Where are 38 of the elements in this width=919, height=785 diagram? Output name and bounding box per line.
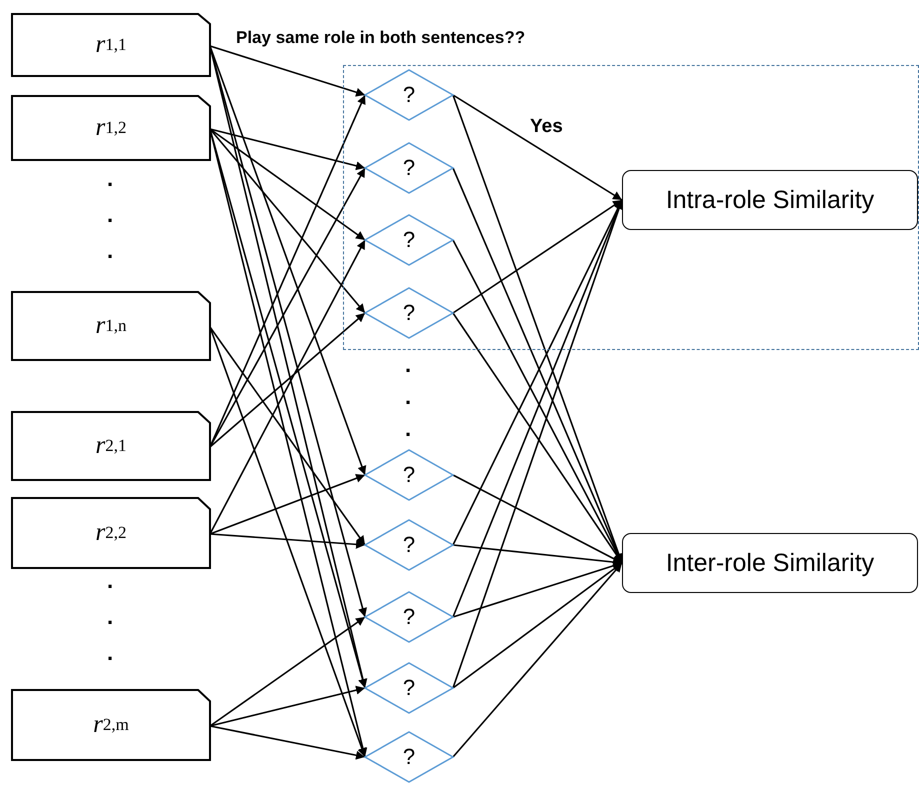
decision-diamond: ?: [365, 520, 453, 570]
ellipsis-dot: .: [107, 610, 114, 624]
arrow: [209, 240, 366, 534]
decision-diamond: ?: [365, 663, 453, 713]
arrow: [210, 533, 366, 549]
arrow: [452, 474, 622, 564]
ellipsis-dot: .: [107, 208, 114, 222]
result-box: Inter-role Similarity: [622, 533, 918, 593]
ellipsis-dot: .: [107, 646, 114, 660]
arrow: [210, 128, 366, 170]
ellipsis-dot: .: [107, 574, 114, 588]
ellipsis-dot: .: [107, 244, 114, 258]
decision-diamond: ?: [365, 592, 453, 642]
arrow: [209, 326, 366, 546]
ellipsis-dot: .: [405, 358, 412, 372]
ellipsis-dot: .: [405, 422, 412, 436]
arrow: [210, 128, 366, 241]
arrow: [210, 45, 366, 97]
group-title: Play same role in both sentences??: [236, 28, 526, 48]
arrow: [209, 168, 366, 448]
decision-diamond: ?: [365, 143, 453, 193]
arrow: [209, 312, 366, 448]
decision-diamond: ?: [365, 732, 453, 782]
ellipsis-dot: .: [107, 172, 114, 186]
decision-diamond: ?: [365, 70, 453, 120]
arrow: [210, 725, 366, 760]
arrow: [209, 128, 366, 314]
arrow: [210, 616, 366, 727]
decision-diamond: ?: [365, 288, 453, 338]
result-box: Intra-role Similarity: [622, 170, 918, 230]
arrow: [210, 686, 366, 727]
decision-diamond: ?: [365, 215, 453, 265]
arrow: [452, 94, 622, 201]
arrow: [210, 474, 366, 535]
ellipsis-dot: .: [405, 390, 412, 404]
decision-diamond: ?: [365, 450, 453, 500]
arrow: [452, 199, 622, 314]
arrow: [452, 562, 623, 758]
